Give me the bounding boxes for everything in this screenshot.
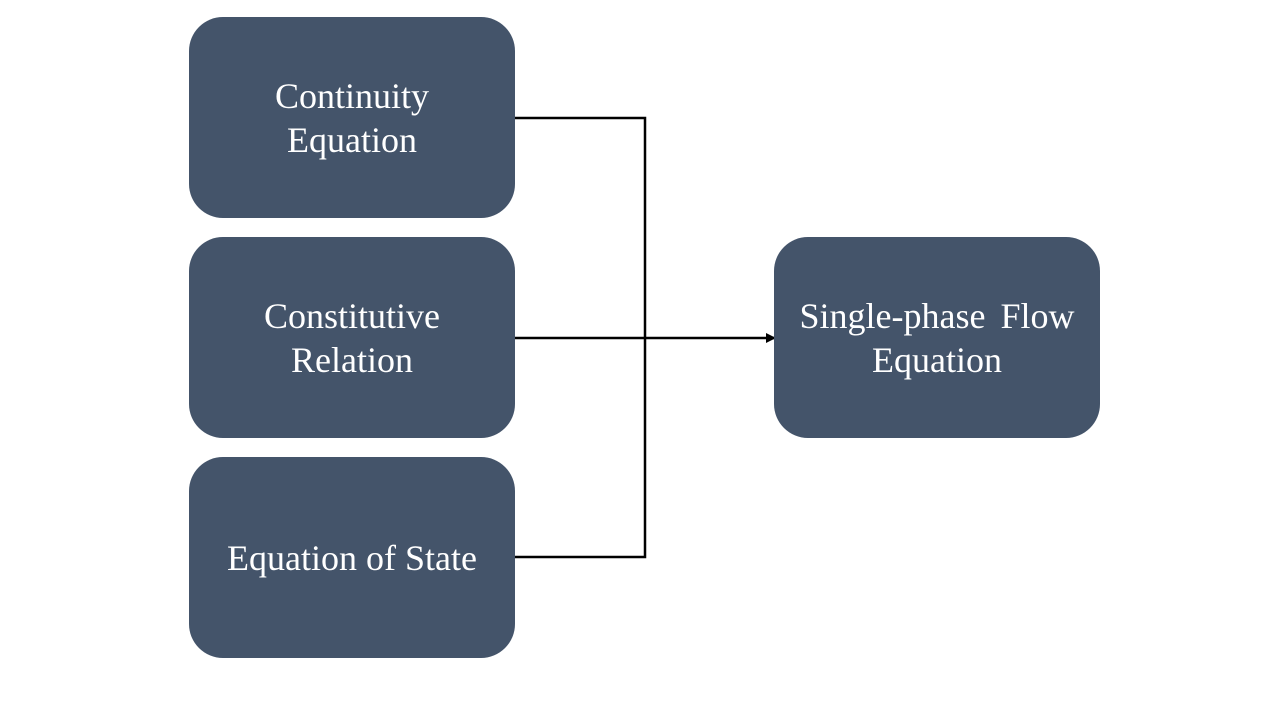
node-label-line: Relation <box>291 339 413 380</box>
node-label-line: Equation <box>287 119 417 160</box>
node-equation-of-state: Equation of State <box>189 457 515 658</box>
connector-continuity <box>515 116 647 338</box>
node-single-phase-flow-equation: Single-phase Flow Equation <box>774 237 1100 438</box>
node-label-line: Equation of State <box>227 537 477 578</box>
node-label-line: Continuity <box>274 75 430 116</box>
node-continuity-equation: Continuity Equation <box>189 17 515 218</box>
node-constitutive-relation: Constitutive Relation <box>189 237 515 438</box>
node-label-line: Constitutive <box>263 295 440 336</box>
connector-state <box>515 338 647 559</box>
node-label-line: Equation <box>872 339 1002 380</box>
node-label-line: Single-phase Flow <box>799 295 1075 336</box>
